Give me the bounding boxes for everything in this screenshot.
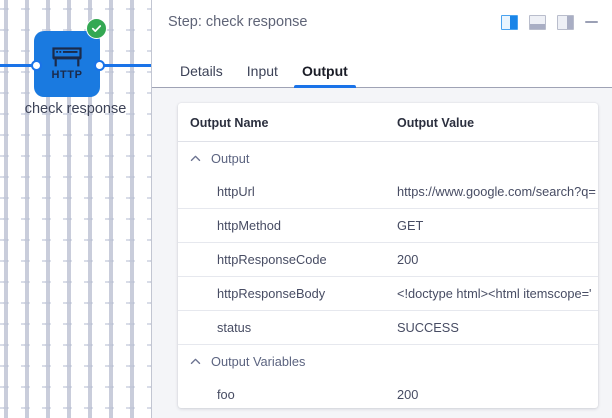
http-node-icon [50,47,84,69]
workflow-node-label: check response [24,101,127,117]
cell-output-value: https://www.google.com/search?q= [394,175,598,209]
table-row[interactable]: status SUCCESS [178,310,598,345]
table-row[interactable]: httpUrl https://www.google.com/search?q= [178,175,598,209]
layout-bottom-icon[interactable] [529,14,546,30]
cell-output-value: 200 [397,387,419,402]
table-row[interactable]: httpResponseCode 200 [178,242,598,277]
cell-output-name: httpResponseBody [178,276,394,311]
cell-output-value: <!doctype html><html itemscope=' [394,276,598,311]
cell-output-name: httpResponseCode [178,242,394,277]
workflow-node-http[interactable]: HTTP [34,31,100,97]
node-output-port[interactable] [94,60,105,71]
minimize-icon[interactable] [585,21,598,23]
cell-output-value: 200 [394,242,598,277]
table-row[interactable]: httpResponseBody <!doctype html><html it… [178,276,598,311]
panel-body: Output Name Output Value [152,88,612,418]
cell-output-value: GET [394,208,598,243]
layout-side-icon[interactable] [557,14,574,30]
column-header-output-name: Output Name [178,103,394,142]
table-group-label: Output [211,151,250,166]
cell-output-value: SUCCESS [394,310,598,345]
tab-output[interactable]: Output [290,64,360,88]
check-circle-icon [86,18,107,39]
panel-tabs: Details Input Output [152,44,612,88]
column-header-output-value: Output Value [394,103,598,142]
workflow-canvas[interactable]: HTTP check response [0,0,151,418]
http-node-icon-label: HTTP [51,69,83,81]
chevron-up-icon[interactable] [190,153,201,164]
output-table-card: Output Name Output Value [178,103,598,408]
table-group-label: Output Variables [211,354,306,369]
table-group-row-output-variables[interactable]: Output Variables [178,345,598,379]
table-header-row: Output Name Output Value [178,103,598,142]
tab-input[interactable]: Input [246,63,278,79]
layout-split-icon[interactable] [501,14,518,30]
panel-title: Step: check response [168,14,308,30]
table-row[interactable]: foo 200 [178,378,598,408]
chevron-up-icon[interactable] [190,356,201,367]
cell-output-name: status [178,310,394,345]
table-group-row-output[interactable]: Output [178,142,598,176]
tab-details[interactable]: Details [180,63,223,79]
panel-header-actions [501,14,598,30]
table-row[interactable]: httpMethod GET [178,208,598,243]
connector-wire-outgoing [97,64,151,67]
step-details-panel: Step: check response Details Input Outpu… [151,0,612,418]
node-input-port[interactable] [31,60,42,71]
panel-header: Step: check response [152,0,612,44]
cell-output-name: httpMethod [178,208,394,243]
output-table: Output Name Output Value [178,103,598,408]
connector-wire-incoming [0,64,37,67]
cell-output-name: foo [217,387,235,402]
cell-output-name: httpUrl [178,175,394,209]
